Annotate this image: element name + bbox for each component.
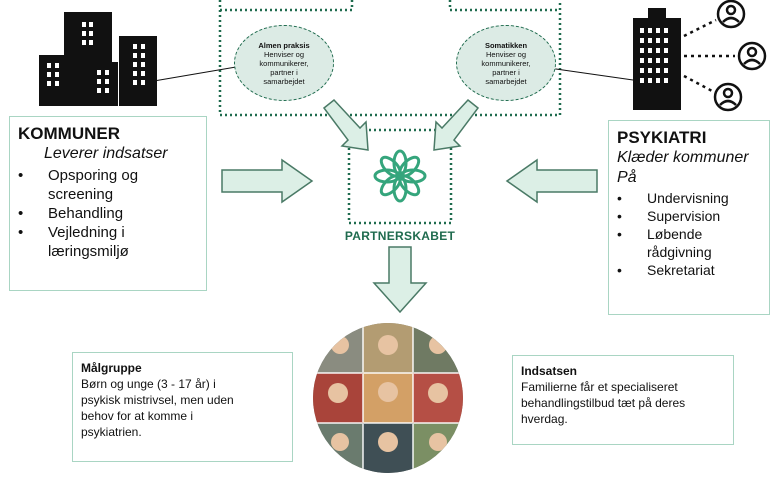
person-links (683, 18, 735, 94)
arrow-down-right (322, 98, 369, 151)
hospital-building-icon (633, 8, 681, 110)
person-icon (716, 0, 746, 29)
indsatsen-line: behandlingstilbud tæt på deres (521, 396, 686, 410)
list-item: • Opsporing og screening (18, 167, 139, 203)
ellipse-title: Somatikken (484, 40, 528, 50)
list-item-text: Supervision (647, 208, 721, 224)
indsatsen-line: hverdag. (521, 412, 568, 426)
ellipse-line: samarbejdet (485, 76, 527, 86)
list-item: • Behandling (18, 205, 124, 222)
office-buildings-icon (39, 12, 157, 106)
indsatsen-box: Indsatsen Familierne får et specialisere… (512, 355, 734, 445)
ellipse-somatikken: Somatikken Henviser og kommunikerer, par… (456, 25, 556, 101)
list-item: • Vejledning i læringsmiljø (18, 224, 129, 260)
ellipse-line: partner i (270, 67, 298, 77)
ellipse-line: Henviser og (485, 49, 527, 59)
person-icon (713, 82, 743, 112)
list-item-text: Løbende (647, 226, 703, 242)
list-item-text: læringsmiljø (48, 243, 129, 260)
kommuner-subtitle: Leverer indsatser (44, 145, 168, 162)
ellipse-title: Almen praksis (258, 40, 310, 50)
ellipse-line: partner i (492, 67, 520, 77)
person-icon (737, 41, 767, 71)
arrow-right (221, 158, 314, 204)
list-item-text: Sekretariat (647, 262, 715, 278)
list-item: • Løbende rådgivning (617, 226, 712, 260)
indsatsen-title: Indsatsen (521, 364, 578, 378)
ellipse-line: samarbejdet (263, 76, 305, 86)
maalgruppe-line: Børn og unge (3 - 17 år) i (81, 377, 216, 391)
kommuner-list: • Opsporing og screening • Behandling • … (18, 166, 198, 261)
ellipse-line: Henviser og (263, 49, 305, 59)
list-item-text: Undervisning (647, 190, 729, 206)
maalgruppe-box: Målgruppe Børn og unge (3 - 17 år) i psy… (72, 352, 293, 462)
flower-icon (373, 149, 427, 203)
psykiatri-list: • Undervisning • Supervision • Løbende r… (617, 189, 761, 279)
arrow-down-left (433, 98, 480, 151)
list-item: • Undervisning (617, 190, 729, 206)
psykiatri-subtitle: På (617, 169, 637, 186)
connector-line-left (147, 66, 237, 83)
psykiatri-subtitle: Klæder kommuner (617, 149, 749, 166)
dotted-frame (218, 0, 562, 225)
maalgruppe-line: psykisk mistrivsel, men uden (81, 393, 234, 407)
children-photo-collage (313, 323, 463, 473)
ellipse-line: kommunikerer, (481, 58, 531, 68)
list-item-text: Behandling (48, 205, 124, 222)
ellipse-line: kommunikerer, (259, 58, 309, 68)
list-item-text: rådgivning (647, 244, 712, 260)
kommuner-box: KOMMUNER Leverer indsatser • Opsporing o… (9, 116, 207, 291)
indsatsen-line: Familierne får et specialiseret (521, 380, 678, 394)
maalgruppe-title: Målgruppe (81, 361, 142, 375)
arrow-down (372, 246, 428, 314)
ellipse-almen-praksis: Almen praksis Henviser og kommunikerer, … (234, 25, 334, 101)
kommuner-title: KOMMUNER (18, 124, 120, 143)
maalgruppe-line: behov for at komme i (81, 409, 194, 423)
maalgruppe-line: psykiatrien. (81, 425, 142, 439)
partnerskabet-label: PARTNERSKABET (344, 229, 456, 243)
list-item-text: screening (48, 186, 114, 203)
arrow-left (505, 158, 598, 204)
psykiatri-box: PSYKIATRI Klæder kommuner På • Undervisn… (608, 120, 770, 315)
list-item-text: Vejledning i (48, 224, 125, 241)
list-item: • Supervision (617, 208, 721, 224)
connector-line-right (541, 66, 634, 81)
psykiatri-title: PSYKIATRI (617, 128, 707, 147)
list-item: • Sekretariat (617, 262, 715, 278)
list-item-text: Opsporing og (48, 167, 139, 184)
